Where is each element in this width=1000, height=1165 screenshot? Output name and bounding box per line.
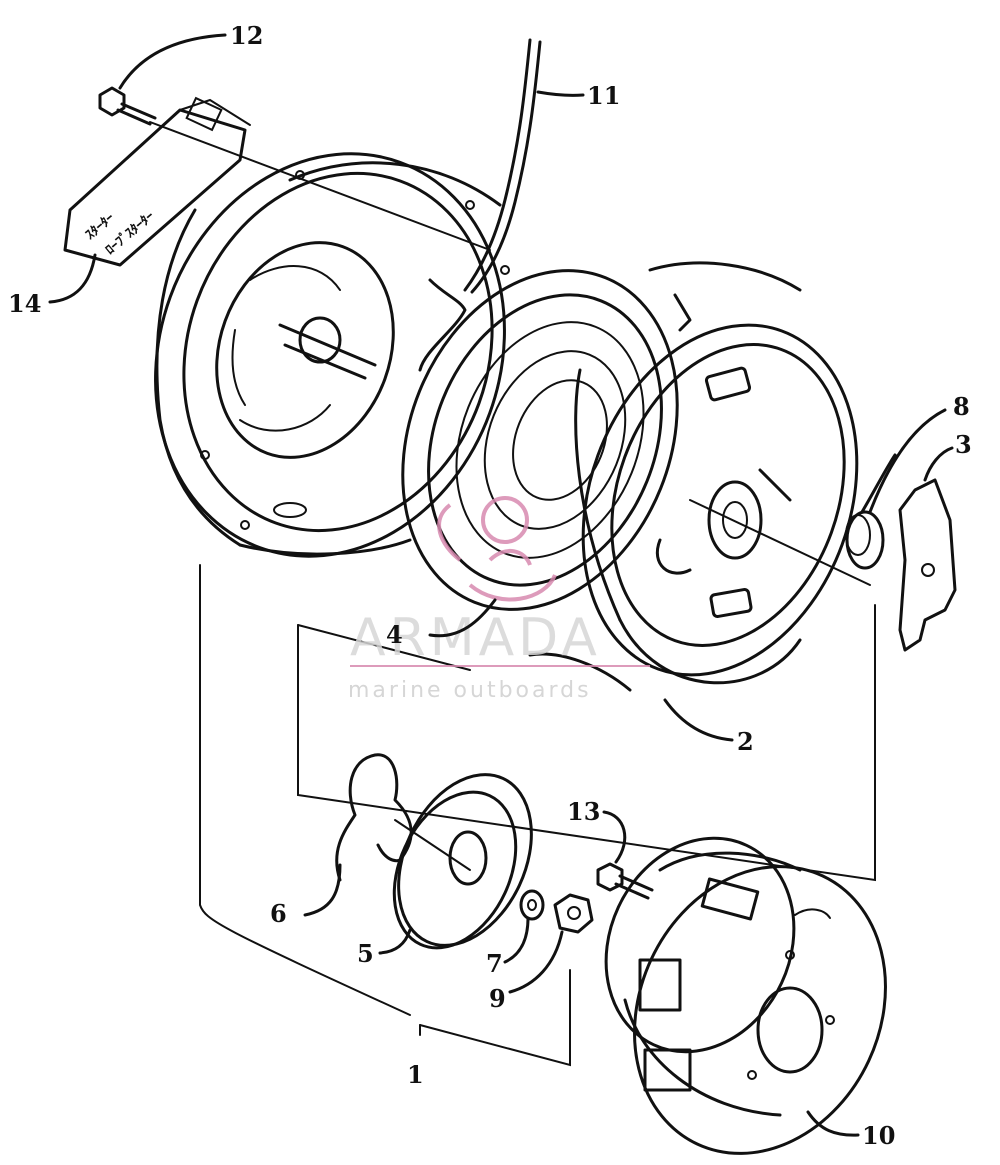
watermark-logo-icon (437, 496, 557, 602)
callout-label-13: 13 (567, 797, 600, 826)
starter-pulley-cup-10 (604, 836, 887, 1155)
callout-8: 8 (868, 392, 970, 514)
callout-label-10: 10 (862, 1121, 895, 1150)
callout-14: 14 (8, 253, 97, 318)
recoil-spring (401, 261, 802, 611)
washer-7 (519, 889, 545, 921)
callout-5: 5 (357, 928, 412, 968)
callout-label-12: 12 (230, 21, 263, 50)
callout-label-11: 11 (587, 81, 620, 110)
bolt-12 (98, 86, 157, 126)
callout-label-5: 5 (357, 939, 374, 968)
watermark: ARMADA marine outboards (348, 496, 650, 703)
callout-label-3: 3 (955, 430, 972, 459)
callout-label-2: 2 (737, 727, 754, 756)
callout-7: 7 (486, 916, 530, 978)
watermark-brand: ARMADA (350, 608, 601, 668)
callout-3: 3 (923, 430, 972, 482)
callout-label-6: 6 (270, 899, 287, 928)
pawl-3 (898, 478, 957, 652)
callout-1: 1 (407, 1060, 424, 1089)
callout-10: 10 (806, 1110, 895, 1150)
callout-label-4: 4 (386, 620, 403, 649)
starter-housing (154, 152, 510, 558)
callout-13: 13 (567, 797, 627, 864)
pawl-spring-8 (845, 453, 897, 570)
callout-9: 9 (489, 930, 564, 1013)
callout-6: 6 (270, 863, 342, 928)
friction-plate-5 (392, 773, 533, 950)
callout-11: 11 (536, 81, 620, 110)
assembly-line (149, 121, 491, 251)
rope-reel (528, 323, 871, 692)
starter-rope (463, 38, 542, 294)
nut-9 (553, 893, 594, 934)
callout-2: 2 (663, 698, 754, 756)
callout-label-7: 7 (486, 949, 503, 978)
callout-label-14: 14 (8, 289, 41, 318)
callout-label-9: 9 (489, 984, 506, 1013)
decal-14: ｽﾀｰﾀｰ ﾛｰﾌﾟｽﾀｰﾀｰ (63, 96, 251, 267)
callout-4: 4 (386, 598, 497, 649)
callout-label-8: 8 (953, 392, 970, 421)
callout-12: 12 (118, 21, 263, 90)
watermark-tagline: marine outboards (348, 678, 592, 703)
callout-label-1: 1 (407, 1060, 424, 1089)
assembly-bracket-lines (199, 564, 876, 1067)
bolt-13 (596, 862, 654, 900)
